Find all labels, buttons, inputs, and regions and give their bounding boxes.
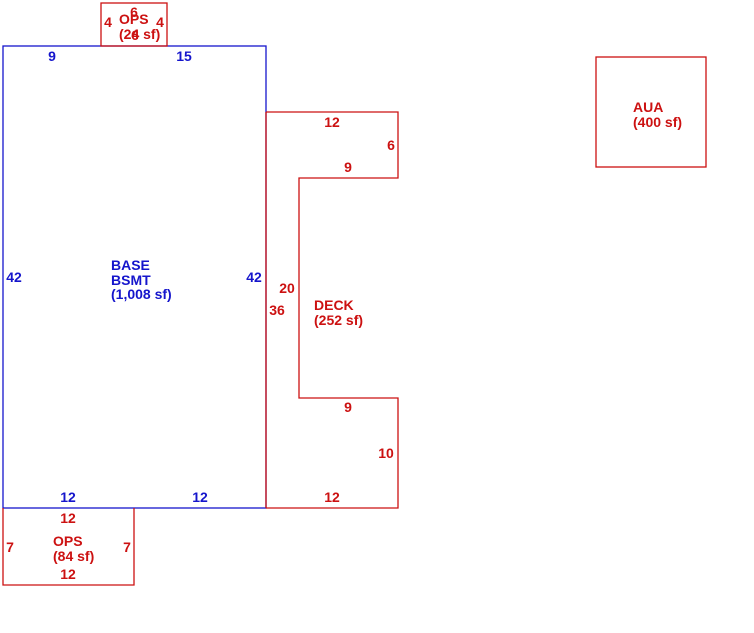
ops-top-outline bbox=[100, 2, 168, 47]
deck-outline bbox=[266, 111, 399, 509]
ops-top-dim-bottom: 6 bbox=[131, 27, 139, 43]
ops-bottom-dim-bottom: 12 bbox=[60, 566, 76, 582]
ops-bottom-outline bbox=[2, 508, 135, 586]
ops-bottom-dim-left: 7 bbox=[6, 539, 14, 555]
deck-dim-inner-bottom: 9 bbox=[344, 399, 352, 415]
base-dim-right: 42 bbox=[246, 269, 262, 285]
deck-dim-inner-top: 9 bbox=[344, 159, 352, 175]
ops-bottom-area: (84 sf) bbox=[53, 548, 94, 564]
deck-dim-inner-left: 20 bbox=[279, 280, 295, 296]
base-dim-top-left: 9 bbox=[48, 48, 56, 64]
base-bsmt-area: (1,008 sf) bbox=[111, 286, 172, 302]
base-dim-top-right: 15 bbox=[176, 48, 192, 64]
aua-label: AUA bbox=[633, 99, 663, 115]
base-bsmt-label-line1: BASE bbox=[111, 257, 150, 273]
deck-dim-bottom: 12 bbox=[324, 489, 340, 505]
ops-bottom-label: OPS bbox=[53, 533, 83, 549]
deck-label: DECK bbox=[314, 297, 354, 313]
base-dim-left: 42 bbox=[6, 269, 22, 285]
ops-top-dim-right: 4 bbox=[156, 14, 164, 30]
deck-dim-left: 36 bbox=[269, 302, 285, 318]
ops-top-area: (24 sf) bbox=[119, 26, 160, 42]
ops-top-dim-top: 6 bbox=[130, 4, 138, 20]
ops-bottom-dim-right: 7 bbox=[123, 539, 131, 555]
base-dim-bottom-left: 12 bbox=[60, 489, 76, 505]
deck-dim-right-lower: 10 bbox=[378, 445, 394, 461]
aua-outline bbox=[595, 56, 707, 168]
aua-area: (400 sf) bbox=[633, 114, 682, 130]
deck-dim-right-upper: 6 bbox=[387, 137, 395, 153]
ops-bottom-dim-top: 12 bbox=[60, 510, 76, 526]
deck-area: (252 sf) bbox=[314, 312, 363, 328]
ops-top-dim-left: 4 bbox=[104, 14, 112, 30]
ops-top-label: OPS bbox=[119, 11, 149, 27]
base-bsmt-label-line2: BSMT bbox=[111, 272, 151, 288]
deck-dim-top: 12 bbox=[324, 114, 340, 130]
base-dim-bottom-right: 12 bbox=[192, 489, 208, 505]
